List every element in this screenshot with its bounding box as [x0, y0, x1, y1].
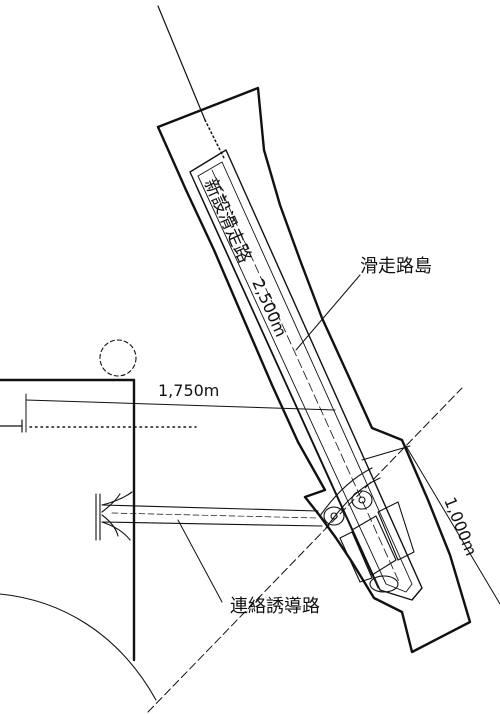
dashed-circle-marker — [99, 339, 137, 377]
taxiway-west-fan — [95, 491, 133, 541]
runway-island-leader — [295, 274, 361, 351]
runway-centerline — [211, 169, 401, 585]
connecting-taxiway-label: 連絡誘導路 — [230, 596, 320, 617]
taxiway-interchange — [319, 467, 415, 593]
width-1000-dimension-line — [405, 445, 500, 605]
dim-top-tick — [361, 445, 411, 461]
north-guide-line — [157, 5, 206, 121]
connecting-taxiway-center — [111, 512, 319, 519]
existing-island-outline — [0, 378, 136, 662]
parallel-taxiway — [195, 185, 379, 589]
runway-island-label: 滑走路島 — [360, 256, 432, 277]
runway-length-label: 2,500m — [248, 276, 290, 340]
connecting-taxiway-leader — [177, 519, 223, 603]
distance-1750-label: 1,750m — [158, 381, 219, 400]
connecting-taxiway-north-edge — [101, 504, 319, 512]
distance-1750-dimension-line — [25, 399, 336, 411]
runway-island-outline — [156, 86, 472, 654]
runway-strip-inner — [197, 161, 413, 593]
runway-strip-outer — [189, 149, 423, 601]
lower-arc — [0, 593, 157, 701]
dashed-diagonal-line — [147, 387, 463, 713]
runway-centerline-dotted — [204, 119, 226, 161]
connecting-taxiway-south-edge — [101, 521, 323, 527]
